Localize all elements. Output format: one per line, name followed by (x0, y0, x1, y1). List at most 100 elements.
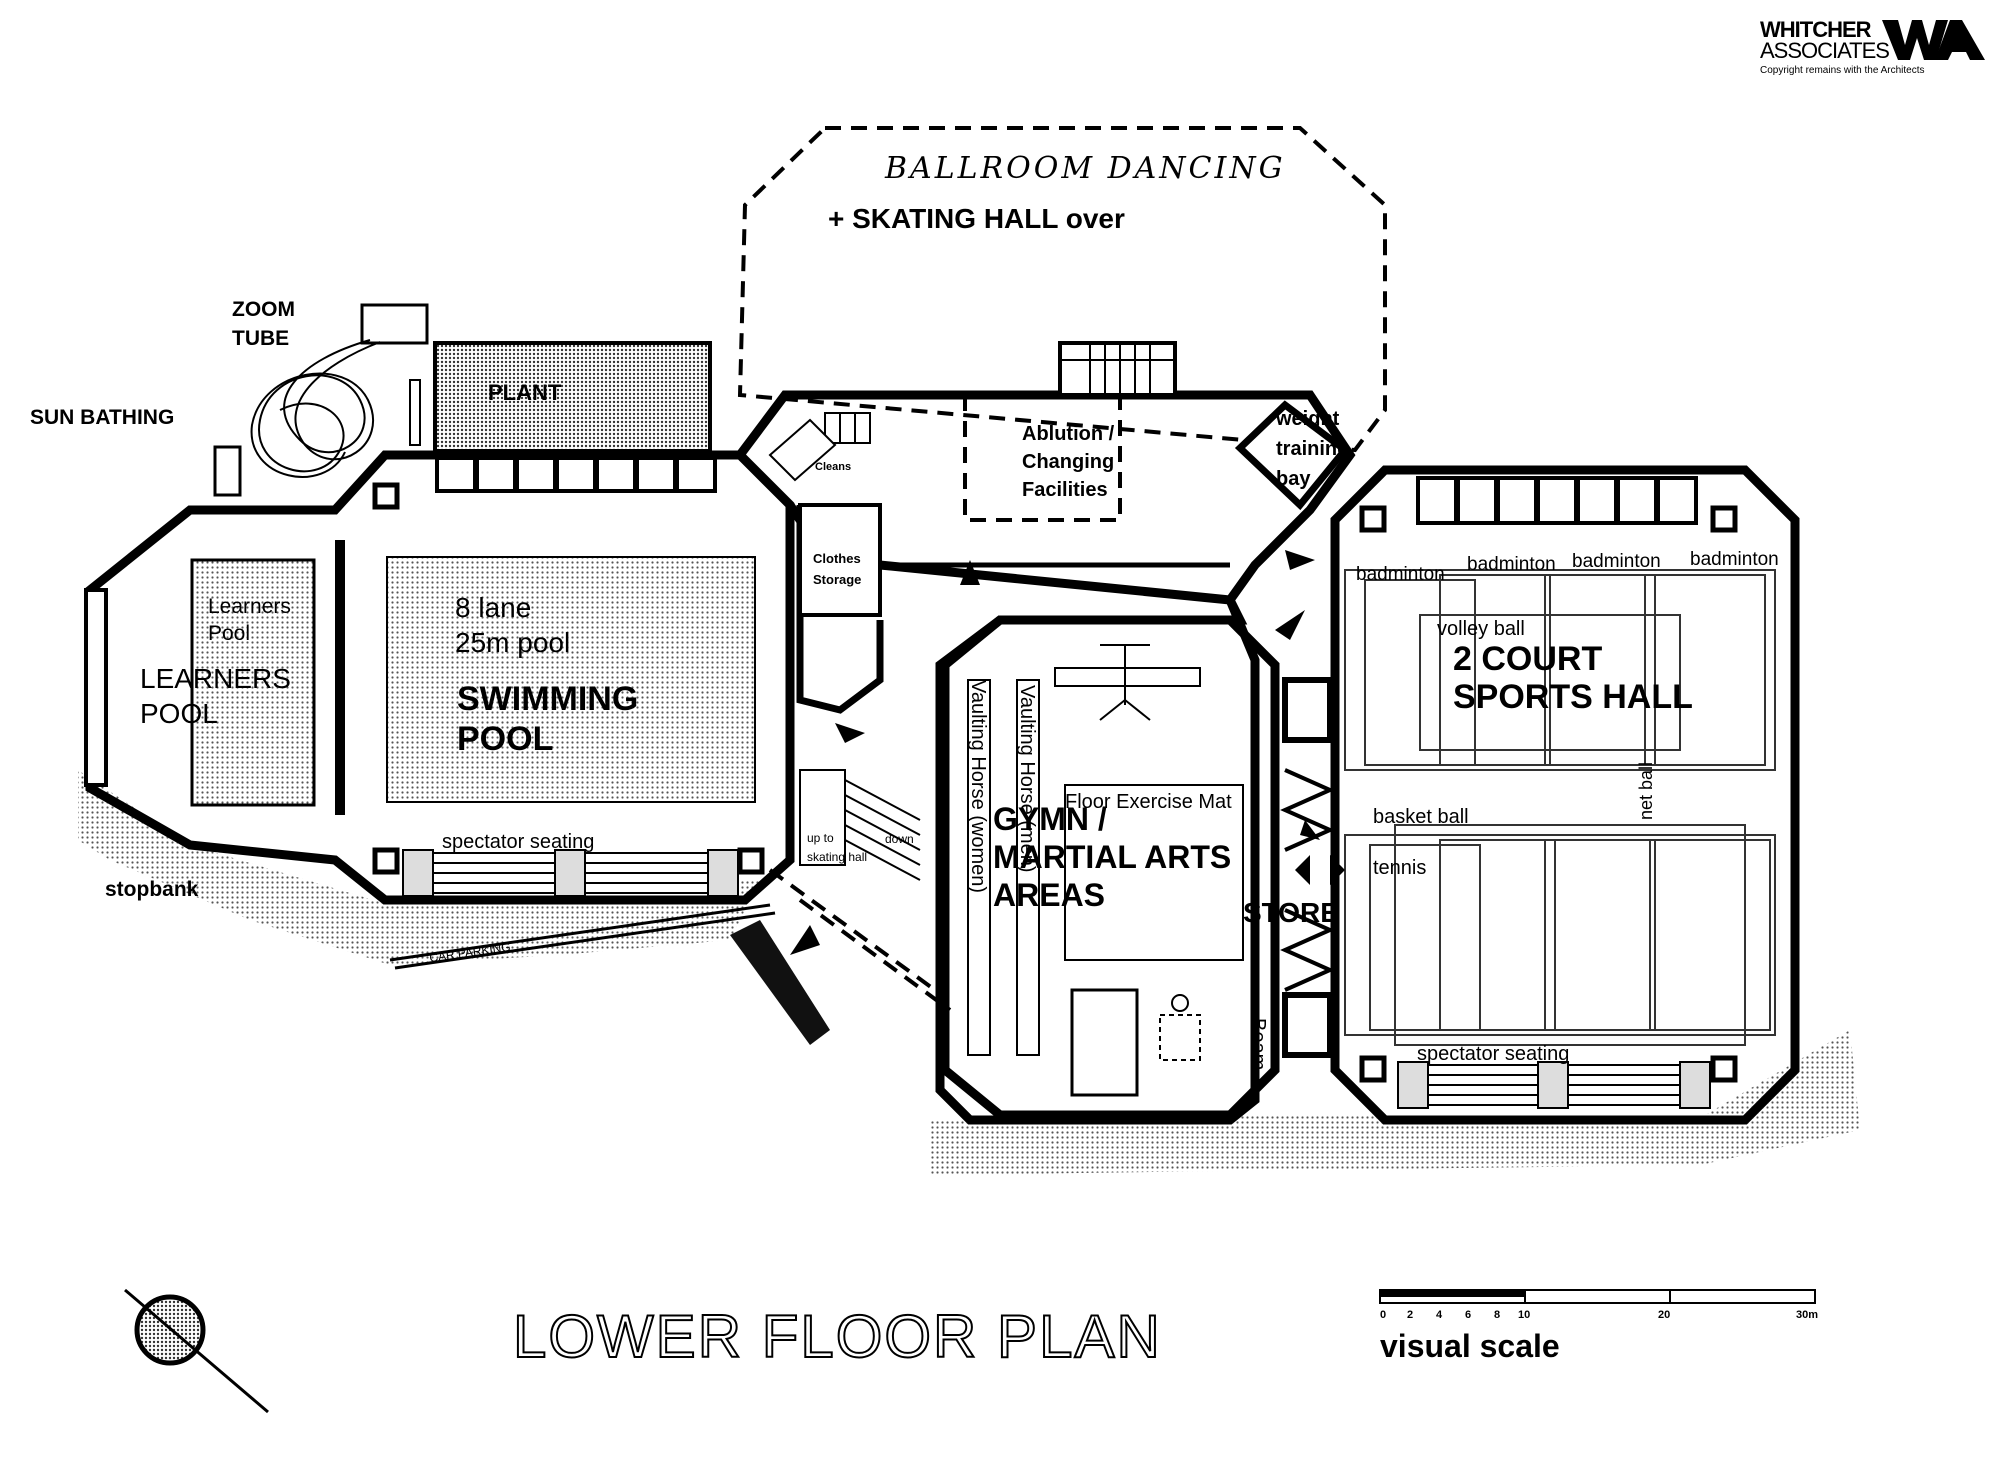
gymn-label-1: GYMN / (993, 801, 1107, 837)
learners-pool-label-2: POOL (140, 698, 218, 729)
gymn-label-3: AREAS (993, 877, 1105, 913)
clothes-label-2: Storage (813, 572, 861, 587)
ramp-hatch (730, 920, 830, 1045)
vaulting-horse-women-runway (967, 679, 991, 1056)
pool-spectator-label: spectator seating (442, 831, 594, 853)
learners-pool-label-1: LEARNERS (140, 663, 291, 694)
vaulting-men-label: Vaulting Horse (men) (1016, 685, 1038, 872)
ablution-label-1: Ablution / (1022, 423, 1115, 445)
skating-hall-label: + SKATING HALL over (828, 203, 1125, 234)
sports-hall-label-1: 2 COURT (1453, 640, 1602, 678)
hall-spectator-seating (1397, 1061, 1711, 1109)
badminton-label-4: badminton (1690, 549, 1779, 570)
floor-exercise-mat (1064, 784, 1244, 961)
plant-room (433, 341, 712, 453)
badminton-label-3: badminton (1572, 551, 1661, 572)
ground-hatch-west (78, 770, 760, 965)
stopbank-label: stopbank (105, 878, 199, 901)
hall-north-windows (1416, 476, 1698, 525)
clothes-label-1: Clothes (813, 551, 861, 566)
learners-small-2: Pool (208, 622, 250, 645)
ballroom-dashed-outline (737, 126, 1387, 453)
sports-hall-walls (1330, 465, 1800, 1125)
court-markings (1344, 569, 1776, 1046)
stair-top (1058, 341, 1177, 397)
slide-post (409, 379, 421, 446)
swimming-pool (386, 556, 756, 803)
cleans-label: Cleans (815, 461, 851, 473)
down-label: down (885, 832, 914, 846)
clothes-storage-walls (796, 505, 884, 714)
badminton-label-1: badminton (1356, 564, 1445, 585)
sun-bathing-label: SUN BATHING (30, 406, 174, 429)
zoom-tube-loop (258, 339, 371, 473)
pool-lane-label-2: 25m pool (455, 627, 570, 658)
firm-name-line2: ASSOCIATES (1760, 38, 1889, 63)
zoom-tube-tower (360, 303, 429, 345)
hall-spectator-label: spectator seating (1417, 1043, 1569, 1065)
floor-mat-label: Floor Exercise Mat (1065, 791, 1232, 813)
entrance-arrows (790, 550, 1345, 955)
north-arrow-symbol (124, 1288, 269, 1414)
up-to-label-2: skating hall (807, 850, 867, 864)
badminton-label-2: badminton (1467, 554, 1556, 575)
vaulting-women-label: Vaulting Horse (women) (967, 680, 989, 893)
scale-tick-0: 0 (1380, 1309, 1386, 1321)
learners-pool (190, 558, 316, 807)
car-parking-track (389, 903, 776, 970)
pool-lane-label-1: 8 lane (455, 592, 531, 623)
pool-spectator-seating (402, 849, 739, 897)
sunbathing-platform (213, 445, 242, 497)
hall-columns (1359, 505, 1738, 1083)
zoom-label: ZOOM (232, 298, 295, 321)
store-zigzag (1280, 768, 1335, 852)
scale-label: visual scale (1380, 1328, 1560, 1364)
scale-tick-8: 8 (1494, 1309, 1500, 1321)
sports-hall-label-2: SPORTS HALL (1453, 678, 1693, 716)
scale-tick-4: 4 (1436, 1309, 1443, 1321)
ramp-dashed-2 (798, 898, 952, 1012)
scale-tick-10: 10 (1518, 1309, 1530, 1321)
swimming-pool-label-2: POOL (457, 720, 553, 758)
scale-bar-graphic (1379, 1289, 1816, 1304)
gymnast-figure (1054, 644, 1201, 1061)
changing-block-walls (734, 390, 1356, 1125)
firm-name-line1: WHITCHER (1760, 17, 1872, 42)
swimming-pool-label-1: SWIMMING (457, 680, 638, 718)
zoom-tube-loop-2 (250, 341, 381, 478)
ablution-partition-dashed (963, 395, 1122, 522)
vaulting-horse-men-runway (1016, 679, 1040, 1056)
ramp-dashed (768, 868, 937, 992)
store-block (1282, 677, 1333, 1058)
gymn-label-2: MARTIAL ARTS (993, 839, 1231, 875)
pool-columns (372, 482, 765, 875)
pool-north-windows (435, 456, 717, 493)
scale-tick-6: 6 (1465, 1309, 1471, 1321)
gymnasium-walls (940, 615, 1280, 1120)
plan-title: LOWER FLOOR PLAN (513, 1303, 1162, 1370)
volleyball-label: volley ball (1437, 618, 1525, 640)
pool-window-bay (84, 588, 108, 787)
stair-treads (1060, 343, 1175, 395)
stair-to-skating (799, 769, 921, 881)
tennis-label: tennis (1373, 857, 1426, 879)
ground-hatch-south (930, 1030, 1860, 1175)
whitcher-logo-mark (1882, 20, 1985, 60)
net-ball-label: net ball (1636, 762, 1656, 820)
weight-label-2: training (1276, 438, 1349, 460)
weight-label-3: bay (1276, 468, 1311, 490)
ablution-label-3: Facilities (1022, 479, 1108, 501)
learners-small-1: Learners (208, 595, 291, 618)
scale-tick-30: 30m (1796, 1309, 1818, 1321)
firm-copyright: Copyright remains with the Architects (1760, 65, 1925, 76)
ballroom-label: BALLROOM DANCING (884, 151, 1286, 186)
clothes-storage-room (798, 503, 882, 617)
beam-label: Beam (1247, 1018, 1269, 1070)
store-label: STORE (1243, 897, 1339, 928)
plant-label: PLANT (488, 380, 562, 405)
scale-tick-20: 20 (1658, 1309, 1670, 1321)
store-zigzag-2 (1280, 908, 1335, 992)
cleaners-stair (768, 412, 871, 482)
up-to-label-1: up to (807, 831, 834, 845)
